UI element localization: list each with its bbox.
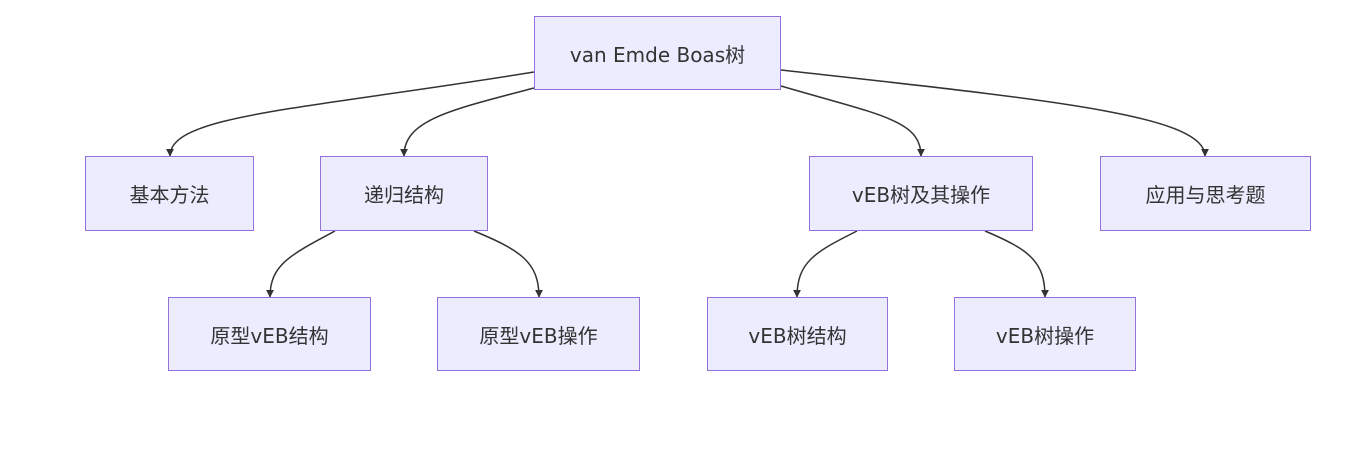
edge-recursive-proto-structure — [266, 230, 336, 298]
node-label: 原型vEB操作 — [479, 323, 598, 348]
node-veb-tree-and-operations: vEB树及其操作 — [809, 156, 1033, 231]
edge-root-applications — [780, 69, 1209, 157]
edge-veb-tree-veb-structure — [793, 230, 858, 298]
node-recursive-structure: 递归结构 — [320, 156, 488, 231]
node-label: vEB树及其操作 — [851, 183, 991, 207]
node-label: 应用与思考题 — [1145, 183, 1266, 207]
node-basic-method: 基本方法 — [85, 156, 254, 231]
node-van-emde-boas-tree: van Emde Boas树 — [534, 16, 781, 90]
node-veb-tree-structure: vEB树结构 — [707, 297, 888, 371]
node-label: vEB树操作 — [995, 323, 1095, 348]
node-label: 基本方法 — [129, 183, 210, 207]
edge-root-veb-tree — [780, 85, 925, 157]
edge-root-recursive — [400, 87, 535, 157]
edge-root-basic — [166, 71, 535, 157]
node-veb-tree-operations: vEB树操作 — [954, 297, 1136, 371]
node-label: 原型vEB结构 — [210, 323, 329, 348]
node-label: vEB树结构 — [748, 323, 847, 348]
node-proto-veb-structure: 原型vEB结构 — [168, 297, 371, 371]
edge-veb-tree-veb-operations — [984, 230, 1049, 298]
node-applications-and-problems: 应用与思考题 — [1100, 156, 1311, 231]
node-label: van Emde Boas树 — [569, 42, 746, 67]
node-label: 递归结构 — [364, 183, 444, 207]
node-proto-veb-operations: 原型vEB操作 — [437, 297, 640, 371]
edge-recursive-proto-operations — [473, 230, 543, 298]
